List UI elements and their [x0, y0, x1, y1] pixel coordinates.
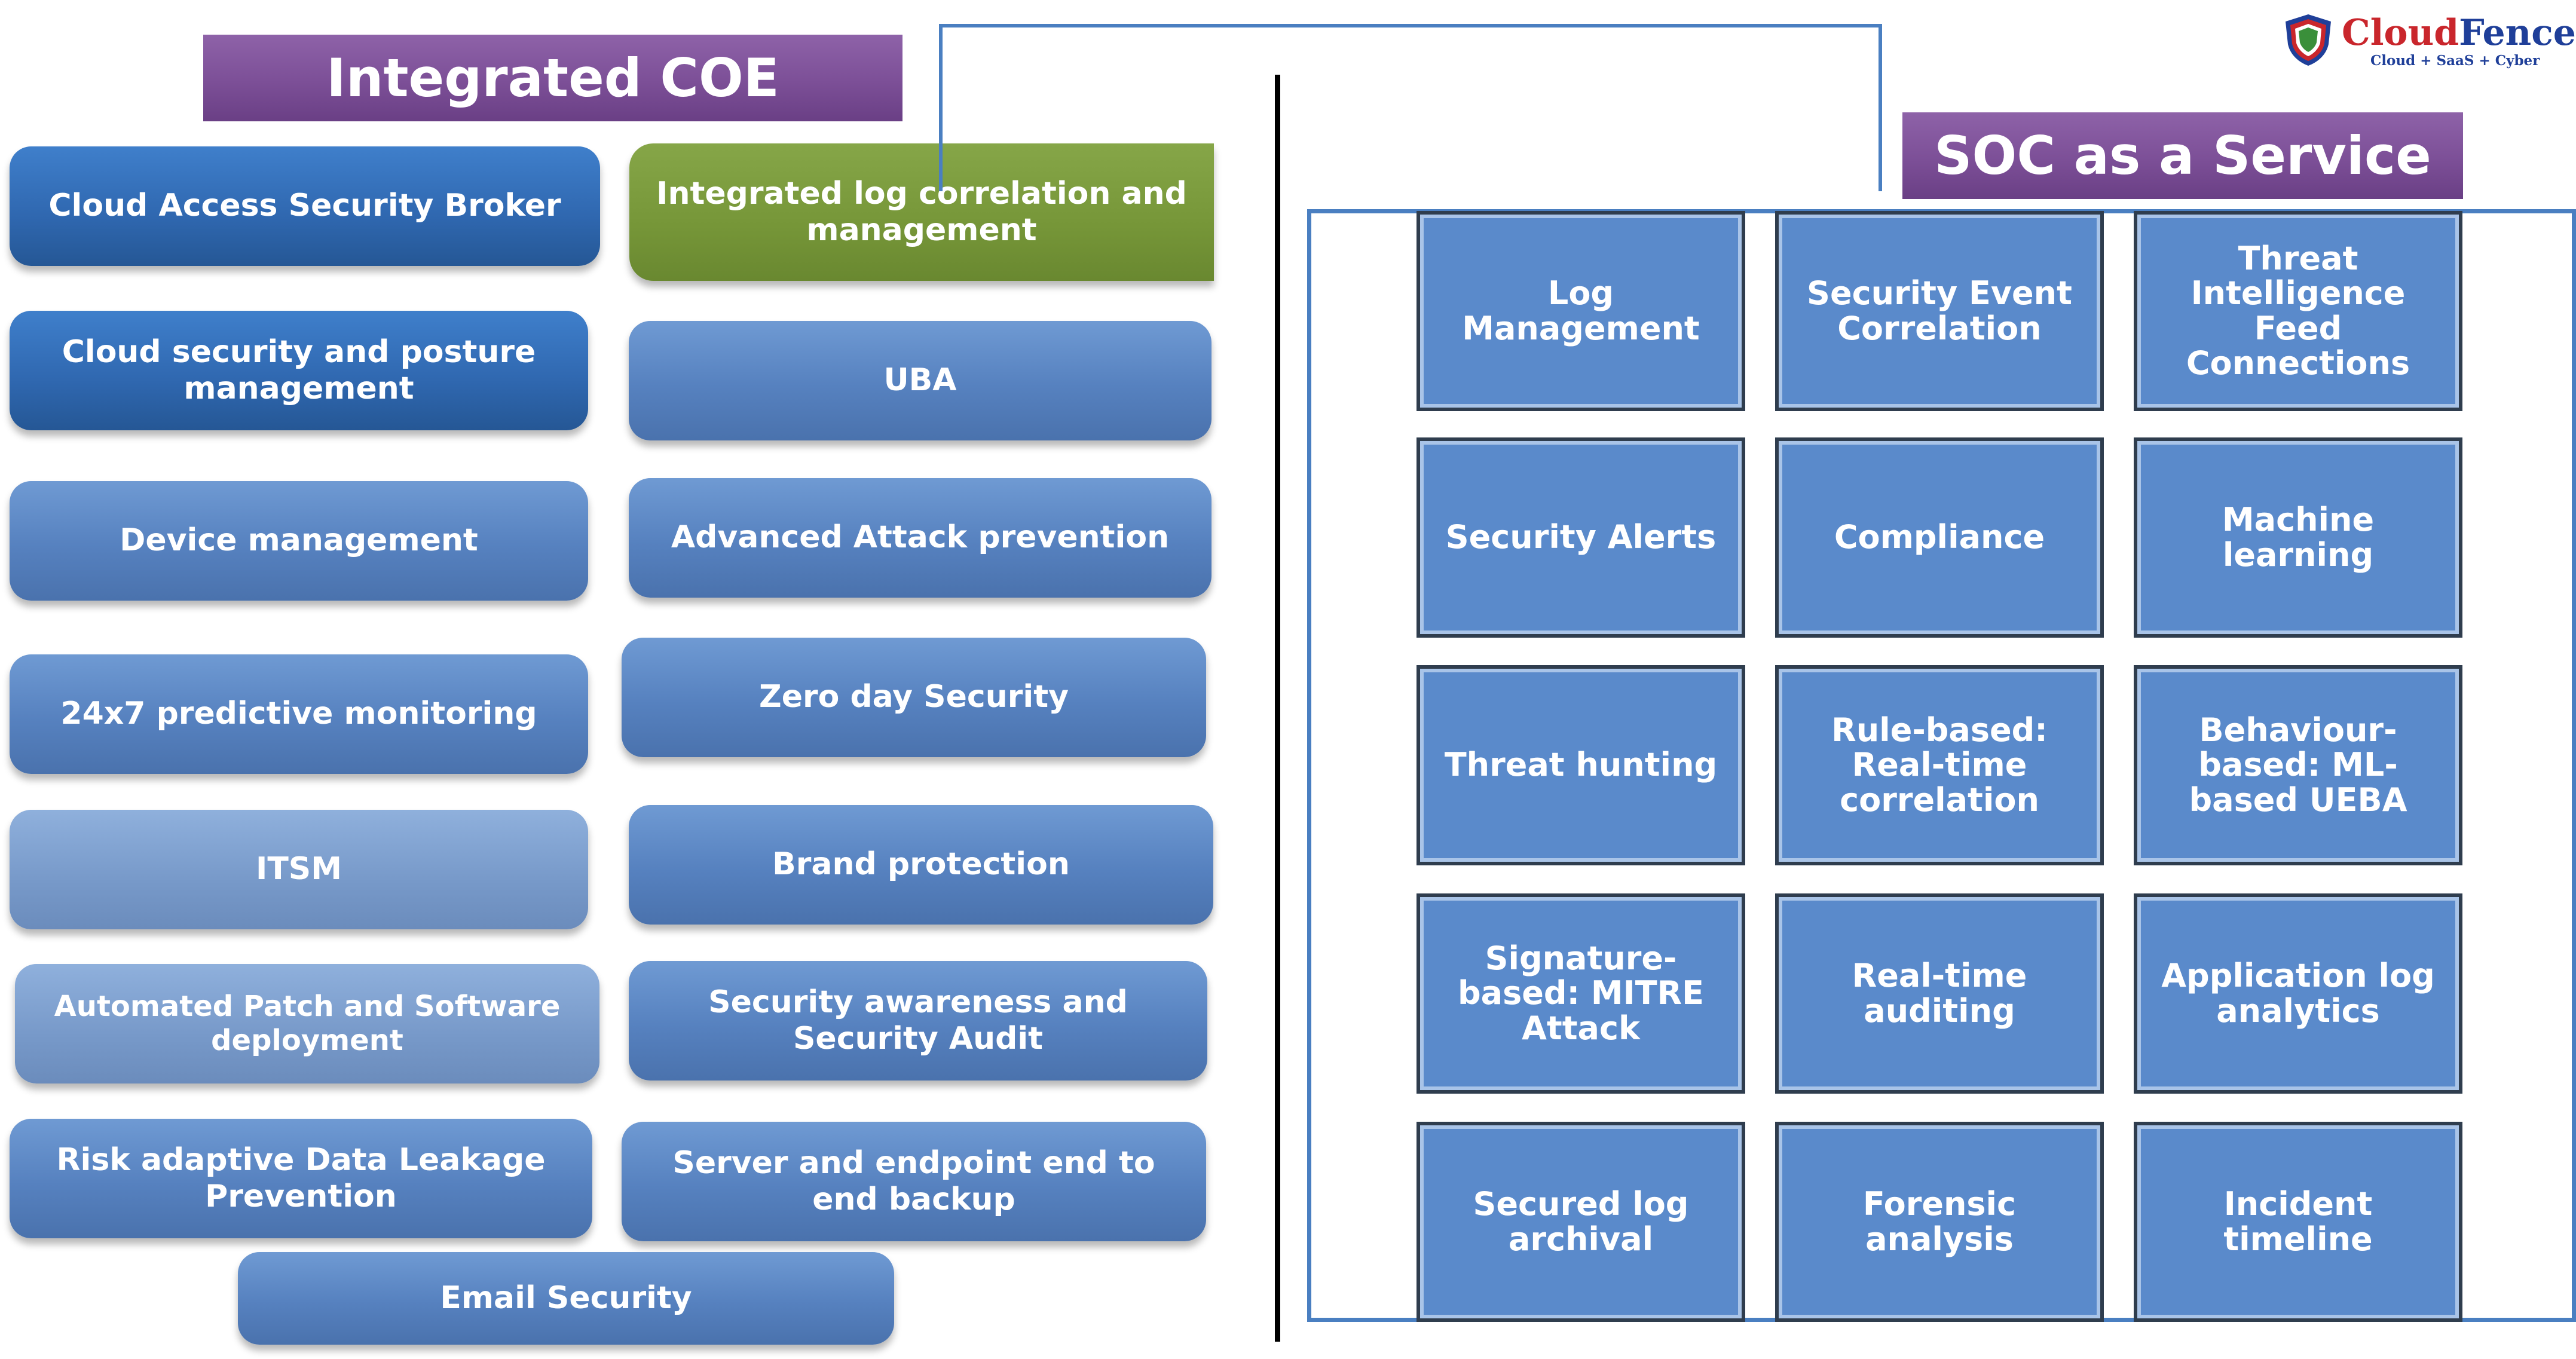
soc-tile-rule-based-correlation[interactable]: Rule-based: Real-time correlation: [1775, 665, 2104, 865]
logo-wordmark: CloudFence: [2342, 12, 2576, 54]
coe-item-data-leakage-prevention[interactable]: Risk adaptive Data Leakage Prevention: [10, 1119, 592, 1238]
coe-item-brand-protection[interactable]: Brand protection: [629, 805, 1213, 925]
coe-item-casb[interactable]: Cloud Access Security Broker: [10, 146, 600, 266]
coe-item-device-management[interactable]: Device management: [10, 481, 588, 601]
coe-item-cspm[interactable]: Cloud security and posture management: [10, 311, 588, 430]
logo-tagline: Cloud + SaaS + Cyber: [2370, 53, 2540, 69]
integrated-coe-title: Integrated COE: [203, 35, 902, 121]
logo-name-part1: Cloud: [2342, 12, 2459, 54]
connector-line: [939, 24, 1882, 191]
soc-tile-application-log-analytics[interactable]: Application log analytics: [2134, 893, 2462, 1094]
soc-tile-incident-timeline[interactable]: Incident timeline: [2134, 1122, 2462, 1322]
soc-tile-log-management[interactable]: Log Management: [1417, 211, 1745, 411]
coe-item-endpoint-backup[interactable]: Server and endpoint end to end backup: [622, 1122, 1206, 1241]
section-divider: [1275, 75, 1280, 1342]
soc-title: SOC as a Service: [1902, 112, 2463, 199]
soc-tile-threat-hunting[interactable]: Threat hunting: [1417, 665, 1745, 865]
soc-tile-machine-learning[interactable]: Machine learning: [2134, 437, 2462, 638]
soc-tile-behaviour-based-ueba[interactable]: Behaviour-based: ML-based UEBA: [2134, 665, 2462, 865]
soc-tile-secured-log-archival[interactable]: Secured log archival: [1417, 1122, 1745, 1322]
shield-icon: [2286, 14, 2331, 66]
coe-item-email-security[interactable]: Email Security: [238, 1252, 894, 1345]
logo-name-part2: Fence: [2459, 12, 2576, 54]
soc-tile-compliance[interactable]: Compliance: [1775, 437, 2104, 638]
coe-item-log-correlation[interactable]: Integrated log correlation and managemen…: [629, 143, 1214, 281]
coe-item-zero-day-security[interactable]: Zero day Security: [622, 638, 1206, 757]
coe-item-patch-deployment[interactable]: Automated Patch and Software deployment: [15, 964, 599, 1083]
soc-tile-forensic-analysis[interactable]: Forensic analysis: [1775, 1122, 2104, 1322]
cloudfence-logo: CloudFence Cloud + SaaS + Cyber: [2282, 11, 2576, 71]
soc-tile-real-time-auditing[interactable]: Real-time auditing: [1775, 893, 2104, 1094]
coe-item-advanced-attack-prevention[interactable]: Advanced Attack prevention: [629, 478, 1211, 598]
soc-tile-security-alerts[interactable]: Security Alerts: [1417, 437, 1745, 638]
soc-tile-threat-intelligence-feeds[interactable]: Threat Intelligence Feed Connections: [2134, 211, 2462, 411]
coe-item-itsm[interactable]: ITSM: [10, 810, 588, 929]
soc-tile-signature-based-mitre[interactable]: Signature-based: MITRE Attack: [1417, 893, 1745, 1094]
soc-tile-security-event-correlation[interactable]: Security Event Correlation: [1775, 211, 2104, 411]
coe-item-predictive-monitoring[interactable]: 24x7 predictive monitoring: [10, 654, 588, 774]
coe-item-security-awareness-audit[interactable]: Security awareness and Security Audit: [629, 961, 1207, 1081]
coe-item-uba[interactable]: UBA: [629, 321, 1211, 440]
